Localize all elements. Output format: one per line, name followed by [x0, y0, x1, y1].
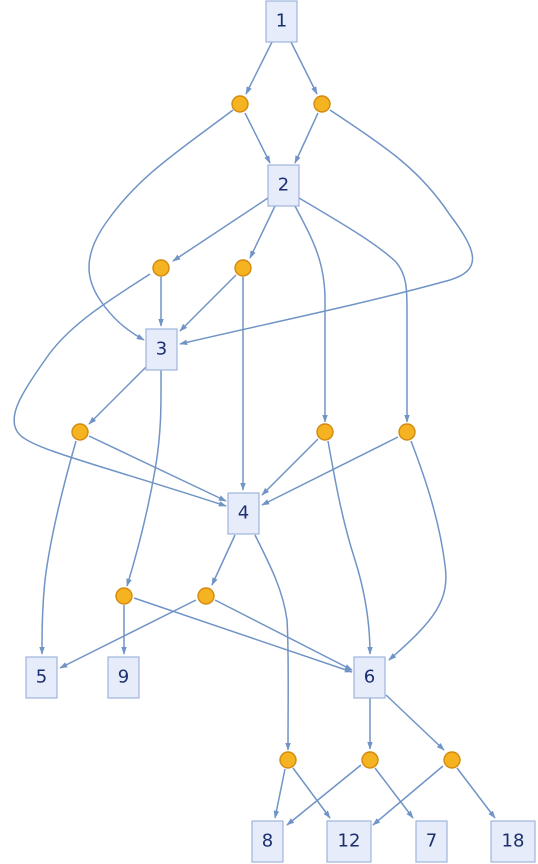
edge-h6b-n18	[456, 767, 496, 819]
edge-h3b-n6	[133, 597, 353, 673]
hub-node	[443, 751, 461, 769]
edge-h2b-n3	[179, 274, 237, 332]
edge-n3-h3b	[126, 369, 162, 587]
edge-n3-h3a	[88, 366, 147, 425]
node-6[interactable]: 6	[353, 656, 386, 699]
node-label: 1	[276, 11, 287, 32]
edge-h1b-n3	[179, 109, 474, 346]
edge-n2-h2d	[298, 197, 410, 423]
edge-h1b-n2	[294, 112, 319, 164]
hub-nodes	[71, 95, 461, 769]
node-5[interactable]: 5	[25, 656, 58, 699]
hub-node	[234, 259, 252, 277]
node-label: 4	[238, 503, 249, 524]
node-9[interactable]: 9	[107, 656, 140, 699]
node-label: 2	[278, 175, 289, 196]
edge-h4c-n8	[273, 768, 286, 819]
edge-h2c-n4	[261, 438, 319, 496]
node-label: 6	[364, 667, 375, 688]
edge-h6a-n7	[374, 767, 414, 819]
edge-h2a-n4	[13, 273, 227, 507]
node-7[interactable]: 7	[415, 820, 448, 863]
hub-node	[71, 423, 89, 441]
node-2[interactable]: 2	[267, 164, 300, 207]
node-label: 5	[36, 667, 47, 688]
hub-node	[152, 259, 170, 277]
edge-h1a-n3	[88, 109, 234, 341]
node-label: 18	[502, 831, 525, 852]
edge-h6b-n12	[372, 765, 444, 826]
edge-n4-h4c	[254, 534, 291, 751]
edge-n2-h2c	[294, 205, 328, 423]
vertex-nodes: 1 2 3 4 5 9 6 8	[25, 0, 536, 863]
node-label: 9	[118, 667, 129, 688]
edge-h4c-n12	[292, 767, 331, 819]
edge-h2c-n6	[327, 440, 373, 655]
node-12[interactable]: 12	[326, 820, 372, 863]
hub-node	[279, 751, 297, 769]
node-label: 8	[262, 831, 273, 852]
node-1[interactable]: 1	[265, 0, 298, 43]
node-3[interactable]: 3	[145, 328, 178, 371]
edge-n2-h2a	[172, 197, 269, 262]
edge-h6a-n8	[286, 764, 362, 826]
hub-node	[197, 587, 215, 605]
edge-h2d-n4	[261, 436, 399, 506]
node-18[interactable]: 18	[490, 820, 536, 863]
edge-h4a-n6	[214, 599, 353, 671]
node-label: 7	[426, 831, 437, 852]
node-label: 3	[156, 339, 167, 360]
hub-node	[398, 423, 416, 441]
edge-n2-h2b	[249, 205, 276, 259]
hub-node	[231, 95, 249, 113]
node-label: 12	[338, 831, 361, 852]
hub-node	[316, 423, 334, 441]
edge-h1a-n2	[244, 112, 271, 164]
node-4[interactable]: 4	[227, 492, 260, 535]
edge-h2d-n6	[388, 440, 447, 661]
edge-n1-h1b	[290, 41, 318, 95]
edge-n6-h6b	[385, 694, 445, 751]
edge-h3a-n4	[88, 435, 227, 502]
edges	[13, 41, 496, 826]
node-8[interactable]: 8	[251, 820, 284, 863]
edge-n4-h4a	[211, 534, 236, 586]
edge-h3a-n5	[39, 440, 77, 655]
hub-node	[115, 587, 133, 605]
edge-h4a-n5	[59, 599, 197, 669]
hub-node	[361, 751, 379, 769]
edge-n1-h1a	[245, 41, 273, 95]
hub-node	[313, 95, 331, 113]
